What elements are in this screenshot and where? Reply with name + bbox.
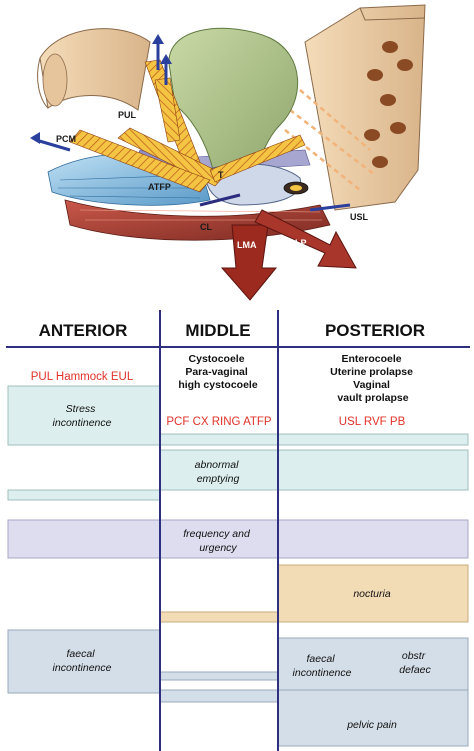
middle-conditions: Cystocoele Para-vaginal high cystocoele bbox=[178, 353, 258, 391]
symptom-emptying: abnormal emptying bbox=[195, 459, 242, 485]
middle-condition-1: Cystocoele bbox=[189, 353, 245, 365]
symptom-frequency-line-2: urgency bbox=[199, 542, 237, 554]
symptom-stress: Stress incontinence bbox=[53, 403, 112, 429]
sacrum bbox=[304, 4, 426, 211]
pelvic-anatomy-illustration: PUL PCM ATFP T CL LMA LP USL bbox=[30, 4, 426, 301]
pubic-bone bbox=[37, 28, 151, 111]
symptom-obstr-line-2: defaec bbox=[399, 664, 431, 676]
posterior-structures: USL RVF PB bbox=[339, 416, 406, 428]
column-header-middle: MIDDLE bbox=[185, 321, 250, 340]
band-frequency bbox=[7, 519, 469, 559]
anterior-structures: PUL Hammock EUL bbox=[31, 371, 134, 383]
posterior-condition-3: Vaginal bbox=[353, 379, 390, 391]
symptom-faecal-left: faecal incontinence bbox=[53, 648, 112, 674]
force-arrows bbox=[30, 34, 357, 301]
symptom-obstr-line-1: obstr bbox=[402, 650, 426, 662]
label-pul: PUL bbox=[118, 110, 137, 120]
symptom-emptying-line-2: emptying bbox=[197, 473, 240, 485]
symptom-stress-line-2: incontinence bbox=[53, 417, 112, 429]
label-t: T bbox=[218, 170, 224, 180]
symptom-frequency-line-1: frequency and bbox=[183, 528, 251, 540]
hatched-ligaments bbox=[69, 59, 306, 193]
symptom-obstr: obstr defaec bbox=[399, 650, 431, 676]
middle-condition-2: Para-vaginal bbox=[185, 366, 248, 378]
label-lma: LMA bbox=[237, 240, 257, 250]
middle-condition-3: high cystocoele bbox=[178, 379, 258, 391]
column-header-anterior: ANTERIOR bbox=[39, 321, 128, 340]
symptom-faecal-right: faecal incontinence bbox=[293, 653, 352, 679]
band-pain bbox=[159, 689, 469, 747]
posterior-condition-1: Enterocoele bbox=[341, 353, 401, 365]
label-pcm: PCM bbox=[56, 134, 76, 144]
posterior-condition-4: vault prolapse bbox=[337, 392, 408, 404]
symptom-emptying-line-1: abnormal bbox=[195, 459, 239, 471]
symptom-faecal-right-line-2: incontinence bbox=[293, 667, 352, 679]
label-lp: LP bbox=[295, 238, 307, 248]
symptom-faecal-left-line-2: incontinence bbox=[53, 662, 112, 674]
label-atfp: ATFP bbox=[148, 182, 171, 192]
label-cl: CL bbox=[200, 222, 212, 232]
symptom-faecal-left-line-1: faecal bbox=[67, 648, 96, 660]
label-usl: USL bbox=[350, 212, 369, 222]
symptom-nocturia: nocturia bbox=[353, 588, 391, 600]
symptom-stress-line-1: Stress bbox=[66, 403, 97, 415]
middle-structures: PCF CX RING ATFP bbox=[166, 416, 272, 428]
posterior-condition-2: Uterine prolapse bbox=[330, 366, 413, 378]
symptom-pelvic-pain: pelvic pain bbox=[346, 719, 397, 731]
column-header-posterior: POSTERIOR bbox=[325, 321, 425, 340]
symptom-zone-chart: ANTERIOR MIDDLE POSTERIOR Cystocoele Par… bbox=[6, 310, 470, 751]
posterior-conditions: Enterocoele Uterine prolapse Vaginal vau… bbox=[330, 353, 416, 404]
band-nocturia bbox=[159, 564, 469, 623]
uterosacral-ligament-lines bbox=[284, 89, 376, 191]
symptom-faecal-right-line-1: faecal bbox=[307, 653, 336, 665]
symptom-frequency: frequency and urgency bbox=[183, 528, 252, 554]
